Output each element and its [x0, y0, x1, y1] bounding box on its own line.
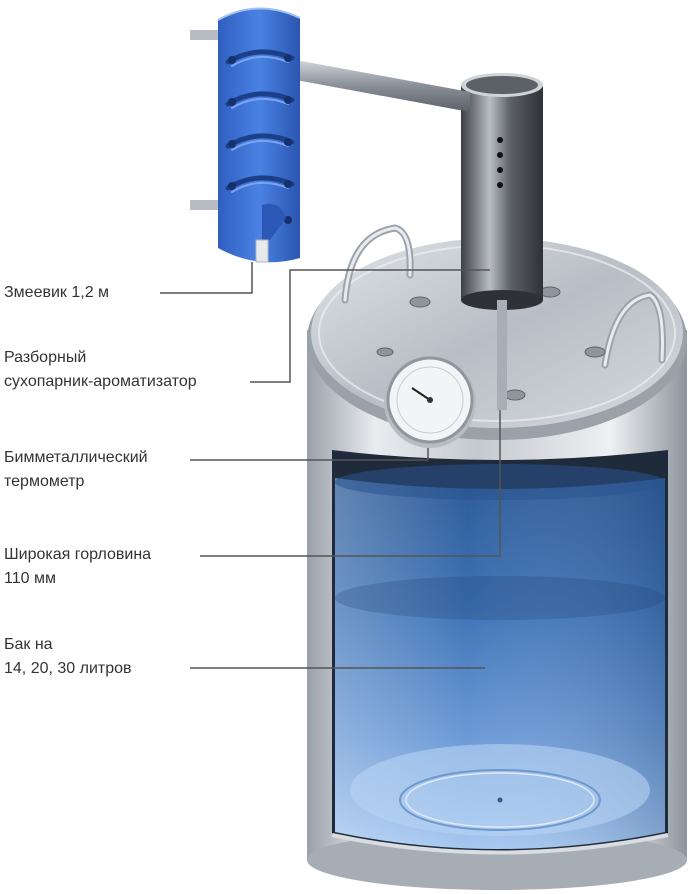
leader-neck [200, 410, 501, 557]
label-thermometer: Бимметаллический термометр [4, 446, 148, 494]
leader-lines [160, 262, 501, 669]
thermometer-gauge [384, 356, 476, 448]
tank-body [307, 330, 687, 890]
connecting-pipe [190, 30, 470, 210]
label-thermometer-line-1: Бимметаллический [4, 449, 148, 466]
label-coil-line-1: Змеевик 1,2 м [4, 284, 110, 301]
label-neck-line-2: 110 мм [4, 570, 56, 587]
label-wide-neck: Широкая горловина 110 мм [4, 543, 151, 591]
coil-cooler [217, 7, 301, 263]
label-thermometer-line-2: термометр [4, 473, 85, 490]
leader-thermometer [190, 448, 429, 461]
label-steamer-line-1: Разборный [4, 349, 87, 366]
label-coil: Змеевик 1,2 м [4, 281, 109, 305]
leader-steamer [250, 269, 490, 383]
label-steamer-line-2: сухопарник-ароматизатор [4, 373, 197, 390]
label-neck-line-1: Широкая горловина [4, 546, 152, 563]
label-tank: Бак на 14, 20, 30 литров [4, 633, 132, 681]
wing-nuts [376, 286, 606, 401]
label-dry-steamer: Разборный сухопарник-ароматизатор [4, 346, 197, 394]
dry-steamer-column [461, 73, 543, 410]
leader-coil [160, 262, 253, 294]
label-tank-line-2: 14, 20, 30 литров [4, 660, 132, 677]
label-tank-line-1: Бак на [4, 636, 53, 653]
